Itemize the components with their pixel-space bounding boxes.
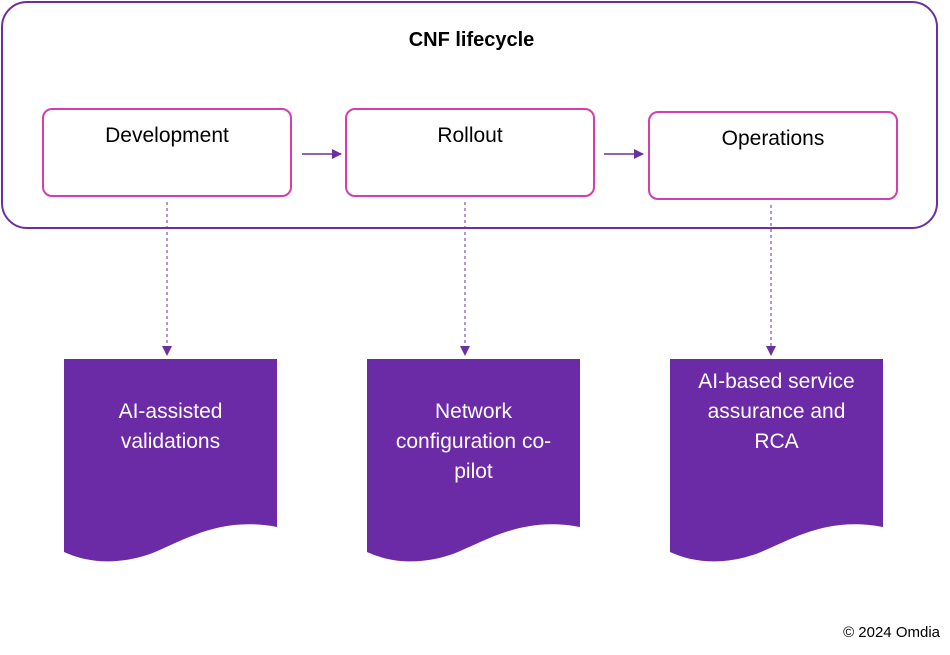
- outcome-1-line-1: AI-assisted: [118, 400, 223, 423]
- outcome-3-line-2: assurance and: [707, 400, 846, 423]
- outcome-ai-assisted-validations: AI-assisted validations: [64, 397, 277, 457]
- outcome-2-line-2: configuration co-: [395, 430, 552, 453]
- copyright-notice: © 2024 Omdia: [843, 624, 940, 641]
- lifecycle-frame: CNF lifecycle: [1, 1, 938, 229]
- outcome-3-line-3: RCA: [754, 430, 799, 453]
- document-shape-network-configuration-copilot: [367, 359, 580, 562]
- diagram-title: CNF lifecycle: [408, 29, 535, 51]
- document-shape-ai-based-service-assurance: [670, 359, 883, 562]
- outcome-2-line-3: pilot: [454, 460, 493, 483]
- outcome-ai-based-service-assurance: AI-based service assurance and RCA: [670, 367, 883, 457]
- stage-operations: Operations: [648, 111, 898, 200]
- outcome-3-line-1: AI-based service: [698, 370, 855, 393]
- outcome-2-line-1: Network: [434, 400, 513, 423]
- outcome-network-configuration-copilot: Network configuration co- pilot: [367, 397, 580, 487]
- stage-development-label: Development: [105, 124, 229, 147]
- stage-operations-label: Operations: [721, 127, 825, 150]
- stage-rollout: Rollout: [345, 108, 595, 197]
- stage-development: Development: [42, 108, 292, 197]
- outcome-1-line-2: validations: [120, 430, 221, 453]
- document-shape-ai-assisted-validations: [64, 359, 277, 562]
- stage-rollout-label: Rollout: [437, 124, 503, 147]
